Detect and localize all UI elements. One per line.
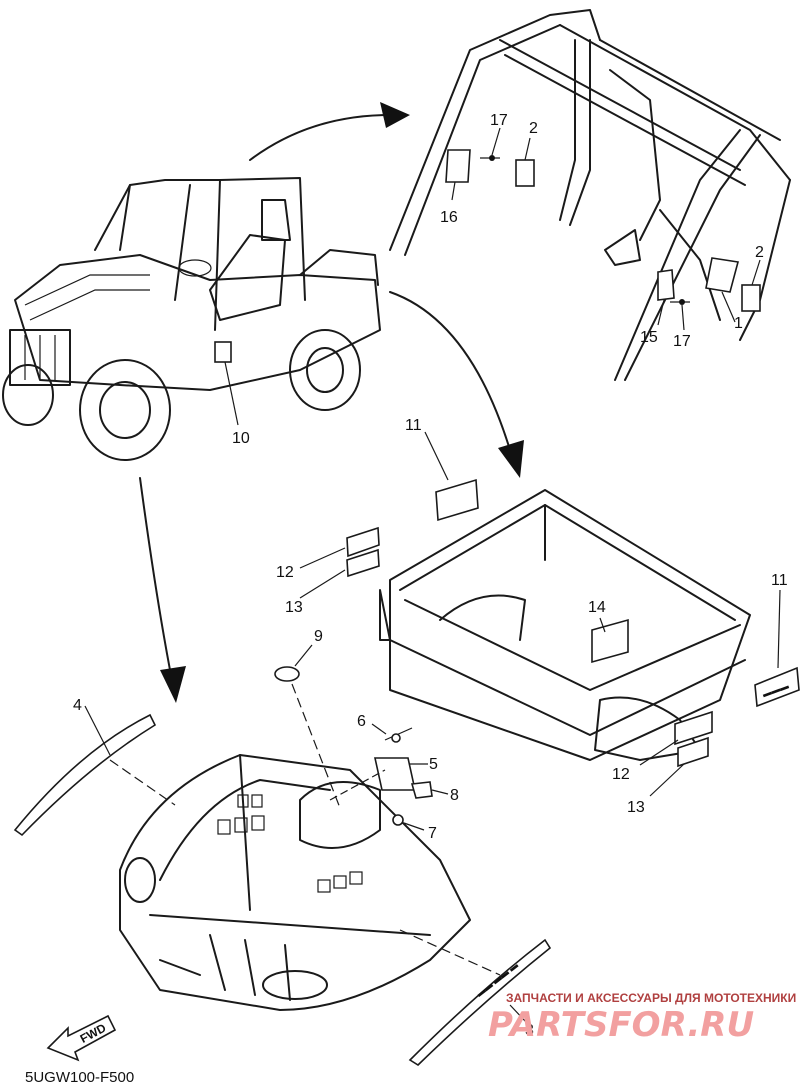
decal-13-upper bbox=[346, 548, 380, 578]
callout-12: 12 bbox=[276, 564, 294, 581]
callout-16: 16 bbox=[440, 209, 458, 226]
callout-13: 13 bbox=[285, 599, 303, 616]
clip-8 bbox=[410, 781, 449, 799]
callout-6: 6 bbox=[357, 713, 366, 730]
decal-4 bbox=[13, 705, 176, 837]
cargo-bed-detail: ▬▬▬ bbox=[299, 431, 800, 797]
callout-14: 14 bbox=[588, 599, 606, 616]
cowl-vent-upper bbox=[217, 794, 265, 835]
callout-2: 2 bbox=[755, 244, 764, 261]
decal-2-lower bbox=[741, 284, 761, 312]
callout-12: 12 bbox=[612, 766, 630, 783]
arrow-to-front-cowl bbox=[139, 477, 186, 703]
decal-2-upper bbox=[515, 159, 535, 187]
arrow-to-cargo-bed bbox=[389, 291, 524, 478]
fwd-direction-arrow: FWD bbox=[46, 1014, 117, 1062]
screw-6 bbox=[371, 723, 413, 743]
roll-cage-detail bbox=[389, 9, 791, 381]
decal-11-upper bbox=[435, 478, 479, 522]
callout-5: 5 bbox=[429, 756, 438, 773]
callout-labels: 2 17 16 2 1 15 17 10 11 12 13 14 11 12 1… bbox=[73, 112, 788, 1039]
callout-10: 10 bbox=[232, 430, 250, 447]
callout-11: 11 bbox=[405, 417, 422, 434]
callout-8: 8 bbox=[450, 787, 459, 804]
decal-1 bbox=[705, 257, 740, 293]
callout-11: 11 bbox=[771, 572, 788, 589]
front-cowl-detail: ▬▬ ▬▬ ▬ bbox=[13, 644, 552, 1067]
rear-wheel bbox=[289, 329, 361, 411]
bolt-17-upper bbox=[480, 155, 500, 161]
callout-4: 4 bbox=[73, 697, 82, 714]
nut-7 bbox=[392, 814, 425, 831]
callout-13: 13 bbox=[627, 799, 645, 816]
callout-15: 15 bbox=[640, 329, 658, 346]
callout-9: 9 bbox=[314, 628, 323, 645]
decal-13-lower bbox=[677, 736, 709, 768]
callout-3: 3 bbox=[525, 1022, 534, 1039]
emblem-9 bbox=[274, 644, 341, 809]
watermark-caption: ЗАПЧАСТИ И АКСЕССУАРЫ ДЛЯ МОТОТЕХНИКИ bbox=[506, 991, 796, 1005]
vehicle-overview bbox=[2, 177, 381, 461]
cowl-vent-lower bbox=[317, 871, 363, 893]
decal-15 bbox=[657, 269, 675, 301]
diagram-code: 5UGW100-F500 bbox=[25, 1069, 134, 1086]
callout-7: 7 bbox=[428, 825, 437, 842]
watermark-brand: PARTSFOR.RU bbox=[488, 1005, 754, 1045]
arrow-to-roll-cage bbox=[249, 102, 410, 161]
decal-12-upper bbox=[346, 526, 380, 558]
callout-2: 2 bbox=[529, 120, 538, 137]
decal-12-lower bbox=[674, 710, 713, 746]
callout-1: 1 bbox=[734, 315, 743, 332]
bolt-17-lower bbox=[670, 299, 690, 305]
callout-17: 17 bbox=[673, 333, 691, 350]
callout-17: 17 bbox=[490, 112, 508, 129]
decal-16 bbox=[445, 149, 471, 183]
watermark: ЗАПЧАСТИ И АКСЕССУАРЫ ДЛЯ МОТОТЕХНИКИ PA… bbox=[488, 991, 796, 1045]
front-wheel bbox=[79, 359, 171, 461]
decal-14 bbox=[591, 618, 629, 664]
decal-11-lower: ▬▬▬ bbox=[754, 666, 800, 708]
